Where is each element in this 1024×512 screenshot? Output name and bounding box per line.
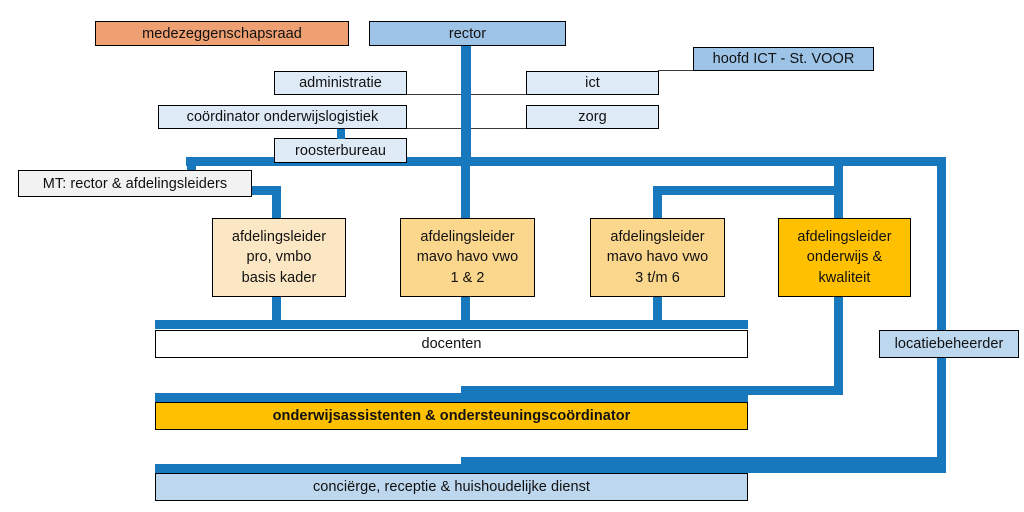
connector-assistenten-bus bbox=[155, 393, 748, 402]
connector-assistenten-to-concierge bbox=[461, 457, 941, 466]
node-hoofd-ict-label: hoofd ICT - St. VOOR bbox=[712, 51, 855, 67]
connector-rector-spine bbox=[461, 45, 471, 163]
connector-stub-afdelingsleider-1 bbox=[272, 186, 281, 220]
connector-ict-to-hoofdict bbox=[658, 70, 694, 71]
node-locatiebeheerder-label: locatiebeheerder bbox=[894, 336, 1004, 352]
node-afdelingsleider-4[interactable]: afdelingsleider onderwijs & kwaliteit bbox=[778, 218, 911, 297]
node-afdelingsleider-2-line2: mavo havo vwo bbox=[416, 249, 519, 266]
node-afdelingsleider-3-line2: mavo havo vwo bbox=[606, 249, 709, 266]
node-concierge[interactable]: conciërge, receptie & huishoudelijke die… bbox=[155, 473, 748, 501]
node-afdelingsleider-1-line1: afdelingsleider bbox=[231, 228, 327, 245]
node-afdelingsleider-4-line2: onderwijs & bbox=[806, 249, 883, 266]
node-docenten[interactable]: docenten bbox=[155, 330, 748, 358]
connector-coordinator-roosterbureau bbox=[337, 129, 345, 139]
node-afdelingsleider-3-line1: afdelingsleider bbox=[610, 228, 705, 245]
node-medezeggenschapsraad[interactable]: medezeggenschapsraad bbox=[95, 21, 349, 46]
connector-bus-afdelingsleider-34 bbox=[653, 186, 843, 195]
node-coordinator-onderwijslogistiek[interactable]: coördinator onderwijslogistiek bbox=[158, 105, 407, 129]
connector-stub-afdelingsleider-2 bbox=[461, 157, 470, 220]
node-afdelingsleider-2-line1: afdelingsleider bbox=[420, 228, 515, 245]
node-roosterbureau-label: roosterbureau bbox=[295, 142, 386, 159]
node-afdelingsleider-4-line3: kwaliteit bbox=[818, 269, 871, 286]
node-rector[interactable]: rector bbox=[369, 21, 566, 46]
node-afdelingsleider-3[interactable]: afdelingsleider mavo havo vwo 3 t/m 6 bbox=[590, 218, 725, 297]
connector-riser-2-docenten bbox=[461, 296, 470, 322]
node-afdelingsleider-1-line3: basis kader bbox=[241, 269, 317, 286]
connector-zorg-left bbox=[466, 128, 530, 129]
connector-riser-4-down bbox=[834, 296, 843, 386]
node-medezeggenschapsraad-label: medezeggenschapsraad bbox=[142, 25, 302, 42]
node-mt[interactable]: MT: rector & afdelingsleiders bbox=[18, 170, 252, 197]
node-administratie-label: administratie bbox=[299, 75, 382, 91]
connector-riser-afdelingsleider-4 bbox=[834, 157, 843, 190]
node-zorg[interactable]: zorg bbox=[526, 105, 659, 129]
connector-drop-afdelingsleider-3 bbox=[653, 186, 662, 220]
node-rector-label: rector bbox=[448, 25, 487, 42]
connector-riser-3-docenten bbox=[653, 296, 662, 322]
node-coordinator-onderwijslogistiek-label: coördinator onderwijslogistiek bbox=[186, 109, 379, 125]
connector-assistenten-riser bbox=[461, 386, 470, 402]
node-locatiebeheerder[interactable]: locatiebeheerder bbox=[879, 330, 1019, 358]
node-afdelingsleider-2[interactable]: afdelingsleider mavo havo vwo 1 & 2 bbox=[400, 218, 535, 297]
connector-docenten-bus bbox=[155, 320, 748, 329]
node-afdelingsleider-1-line2: pro, vmbo bbox=[246, 249, 312, 266]
connector-stub-afdelingsleider-4 bbox=[834, 186, 843, 220]
node-mt-label: MT: rector & afdelingsleiders bbox=[42, 175, 228, 192]
connector-concierge-bus bbox=[155, 464, 748, 473]
node-afdelingsleider-1[interactable]: afdelingsleider pro, vmbo basis kader bbox=[212, 218, 346, 297]
node-onderwijsassistenten-label: onderwijsassistenten & ondersteuningscoö… bbox=[272, 408, 631, 424]
connector-mt-bus bbox=[186, 157, 946, 166]
node-roosterbureau[interactable]: roosterbureau bbox=[274, 138, 407, 163]
connector-riser-1-docenten bbox=[272, 296, 281, 322]
node-hoofd-ict[interactable]: hoofd ICT - St. VOOR bbox=[693, 47, 874, 71]
connector-ict-left bbox=[466, 94, 530, 95]
node-onderwijsassistenten[interactable]: onderwijsassistenten & ondersteuningscoö… bbox=[155, 402, 748, 430]
node-afdelingsleider-4-line1: afdelingsleider bbox=[797, 228, 892, 245]
node-afdelingsleider-3-line3: 3 t/m 6 bbox=[635, 269, 680, 286]
connector-locatiebeheerder-spine bbox=[937, 157, 946, 473]
connector-4-to-assistenten bbox=[461, 386, 843, 395]
node-ict-label: ict bbox=[585, 75, 600, 91]
node-administratie[interactable]: administratie bbox=[274, 71, 407, 95]
node-zorg-label: zorg bbox=[578, 109, 607, 125]
node-concierge-label: conciërge, receptie & huishoudelijke die… bbox=[312, 479, 590, 495]
node-ict[interactable]: ict bbox=[526, 71, 659, 95]
node-afdelingsleider-2-line3: 1 & 2 bbox=[450, 269, 485, 286]
node-docenten-label: docenten bbox=[421, 336, 482, 352]
